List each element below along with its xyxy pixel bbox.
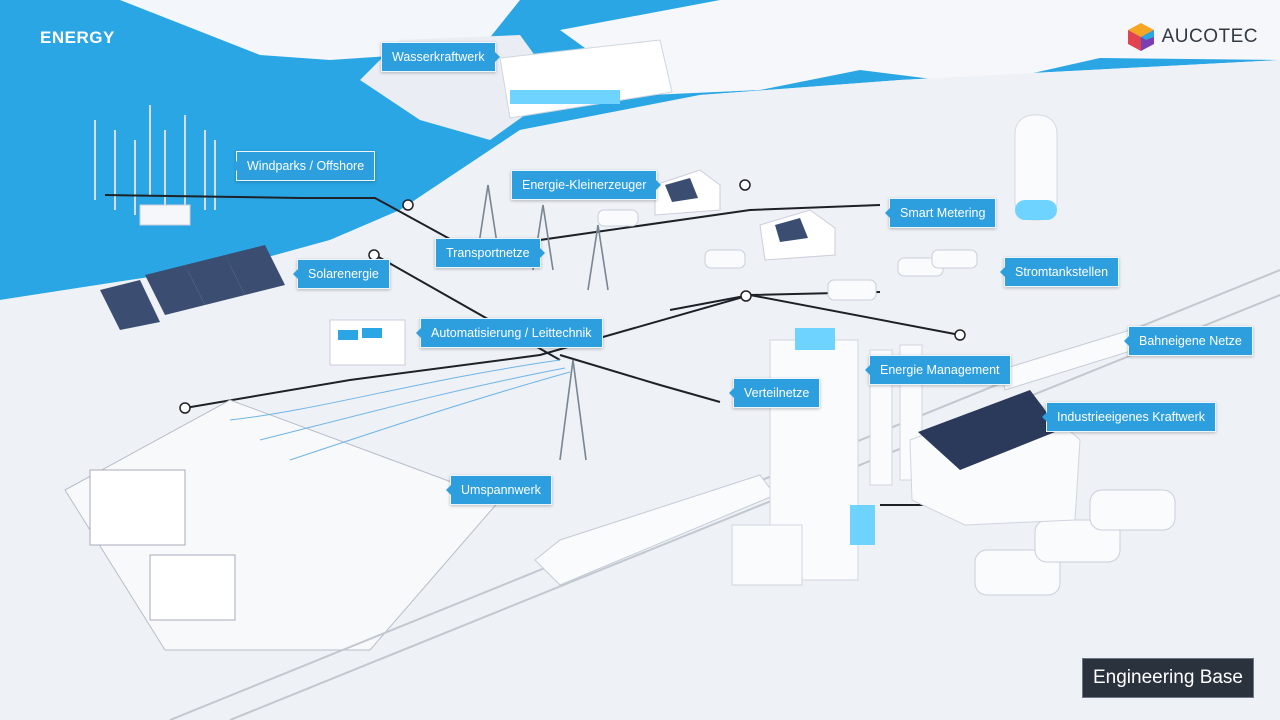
- callout-bahneigene-netze[interactable]: Bahneigene Netze: [1124, 326, 1253, 356]
- cube-logo-icon: [1127, 23, 1154, 51]
- callout-smart-metering[interactable]: Smart Metering: [884, 198, 997, 228]
- callout-stromtankstellen[interactable]: Stromtankstellen: [999, 257, 1120, 287]
- grid-lines: [104, 194, 961, 506]
- callout-energie-management[interactable]: Energie Management: [865, 355, 1011, 385]
- train-front: [534, 474, 776, 586]
- brand-logo: AUCOTEC: [1126, 22, 1258, 52]
- houses: [654, 169, 836, 261]
- substation: [64, 359, 571, 651]
- callout-verteilnetze[interactable]: Verteilnetze: [728, 378, 821, 408]
- callout-industrie-kraftwerk[interactable]: Industrieeigenes Kraftwerk: [1042, 402, 1216, 432]
- mountain-right: [560, 0, 1280, 95]
- callout-solarenergie[interactable]: Solarenergie: [293, 259, 390, 289]
- callout-umspannwerk[interactable]: Umspannwerk: [446, 475, 552, 505]
- industrial-plant: [869, 344, 1081, 526]
- brand-name: AUCOTEC: [1161, 26, 1258, 47]
- solar-panels: [100, 245, 285, 330]
- management-tower: [731, 328, 875, 586]
- callout-kleinerzeuger[interactable]: Energie-Kleinerzeuger: [511, 170, 662, 200]
- engineering-base-button[interactable]: Engineering Base: [1082, 658, 1254, 698]
- callout-automatisierung[interactable]: Automatisierung / Leittechnik: [416, 318, 603, 348]
- dam: [499, 39, 673, 119]
- offshore-platform: [139, 204, 191, 226]
- grid-nodes: [179, 179, 966, 414]
- callout-wasserkraftwerk[interactable]: Wasserkraftwerk: [381, 42, 500, 72]
- cars: [597, 209, 1176, 596]
- battery-storage: [1014, 114, 1058, 221]
- page-title: ENERGY: [40, 28, 115, 47]
- control-room: [329, 319, 406, 366]
- callout-transportnetze[interactable]: Transportnetze: [435, 238, 545, 268]
- callout-windparks[interactable]: Windparks / Offshore: [231, 151, 376, 181]
